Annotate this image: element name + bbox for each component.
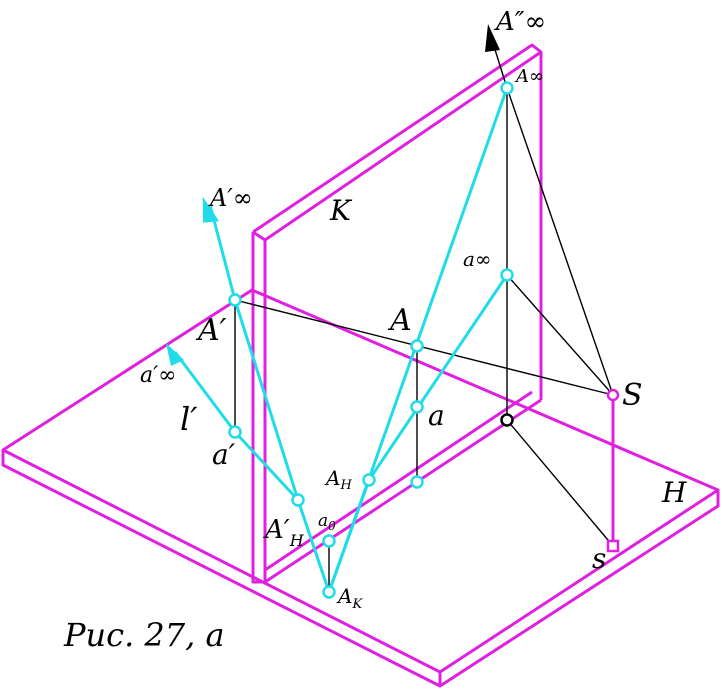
label-k: K: [329, 194, 353, 227]
arrow-a-prime-small-inf-icon: [166, 343, 184, 366]
label-a-prime: A′: [195, 313, 227, 348]
point-a: [410, 339, 424, 353]
labels: A″∞ A∞ K A′∞ a∞ A′ A a′∞ S l′ a a′ AH H …: [140, 7, 687, 612]
point-a-h: [362, 473, 376, 487]
label-a-h: AH: [324, 466, 352, 493]
label-a-prime-small-inf: a′∞: [140, 363, 176, 388]
label-a-inf-dd: A″∞: [494, 7, 546, 37]
arrow-a-dd-inf-icon: [485, 24, 500, 52]
arrow-a-prime-inf-icon: [202, 196, 220, 223]
point-o: [500, 413, 514, 427]
point-a-small-base: [410, 475, 424, 489]
label-a-0: a0: [318, 511, 336, 533]
label-a-prime-inf: A′∞: [208, 184, 253, 212]
points: [228, 81, 620, 599]
point-a-prime: [228, 293, 242, 307]
label-s-upper: S: [622, 378, 643, 413]
label-a-small-inf: a∞: [463, 247, 492, 271]
point-a-small-inf: [500, 268, 514, 282]
label-a-prime-h: A′H: [263, 515, 305, 550]
black-construction-lines: [234, 87, 614, 592]
label-a-inf: A∞: [514, 66, 544, 87]
point-a-0: [322, 534, 336, 548]
picture-plane-k: [251, 43, 543, 584]
label-l-prime: l′: [180, 400, 198, 438]
label-a-k: AK: [336, 584, 363, 612]
point-s-upper: [606, 388, 620, 402]
point-a-k: [322, 585, 336, 599]
label-s-lower: s: [592, 542, 606, 575]
point-a-small: [410, 400, 424, 414]
point-a-prime-h: [291, 493, 305, 507]
label-a: A: [387, 303, 412, 338]
point-a-inf: [500, 81, 514, 95]
ground-plane-h: [1, 288, 720, 688]
point-a-small-prime: [228, 425, 242, 439]
label-h: H: [661, 476, 687, 509]
label-a-small: a: [428, 399, 445, 432]
figure-caption: Рис. 27, а: [64, 616, 225, 654]
point-s-lower: [606, 539, 620, 553]
label-a-small-prime: a′: [212, 438, 236, 471]
